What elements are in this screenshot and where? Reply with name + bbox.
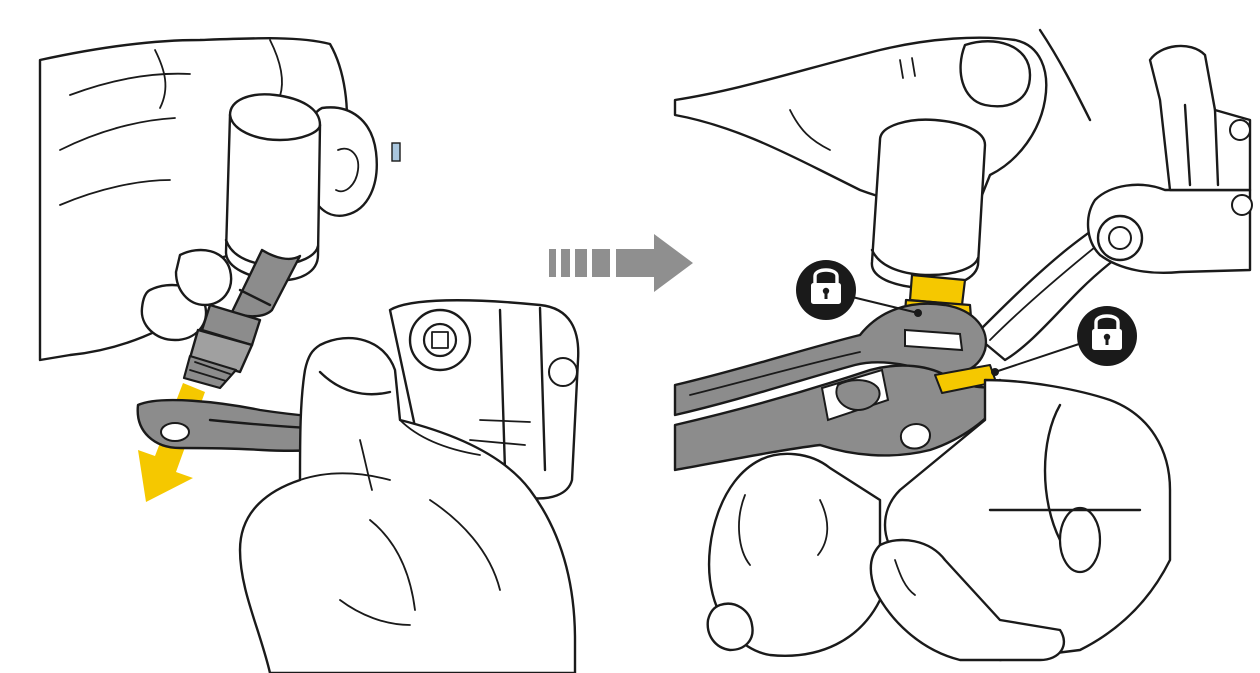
brake-hose-right [870, 118, 987, 290]
wrench-upper [673, 302, 988, 417]
dashed-arrow-right-icon [549, 234, 693, 292]
left-panel [38, 37, 580, 673]
brake-lever-right [973, 44, 1253, 362]
lower-hand [238, 337, 577, 673]
brake-caliper-right [706, 378, 1172, 662]
lock-icon [796, 260, 922, 320]
brake-hose [224, 93, 322, 318]
wrench-lower [673, 364, 1007, 472]
hose-fitting [182, 303, 262, 390]
lock-icon [991, 306, 1137, 376]
right-panel [673, 28, 1253, 662]
caliper-marker [391, 142, 401, 162]
